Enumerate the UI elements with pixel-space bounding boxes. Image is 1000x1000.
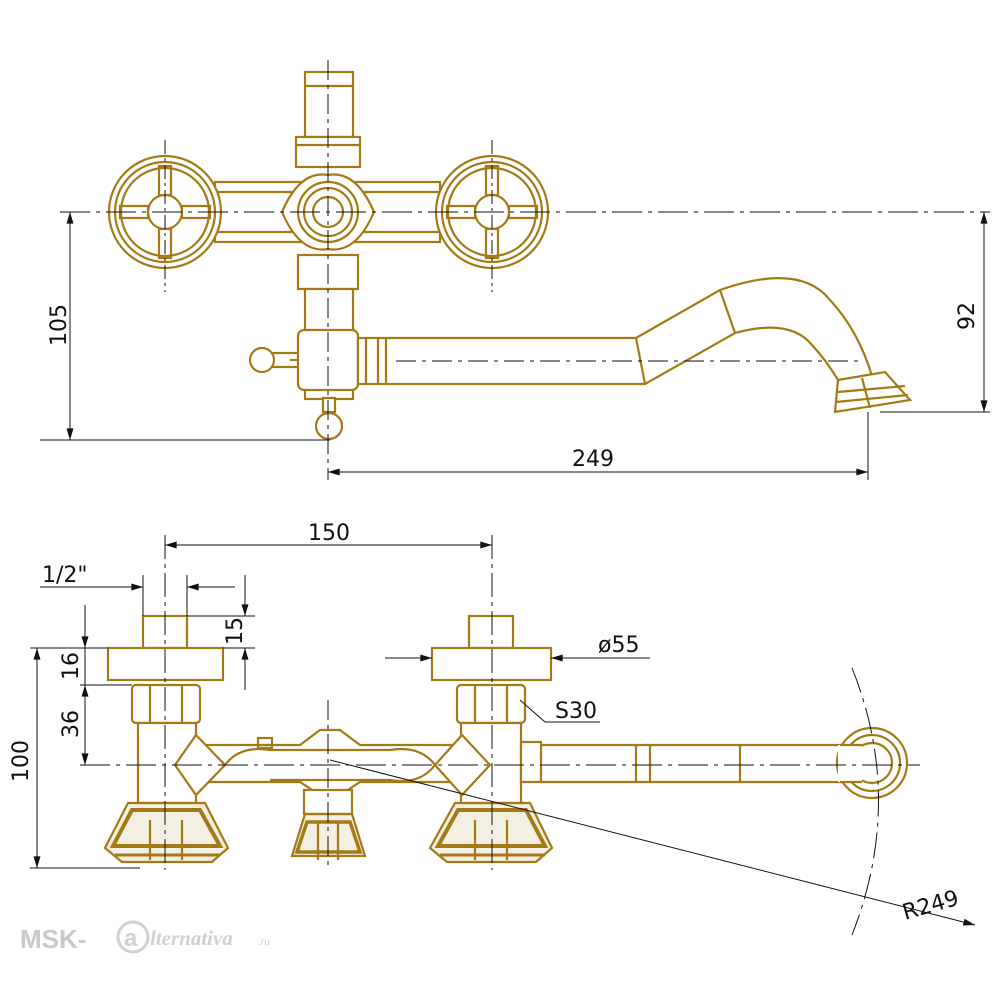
dim-flange-label: 16 (59, 652, 84, 680)
dim-diameter-label: ø55 (598, 633, 639, 658)
top-view (107, 70, 913, 441)
dim-total-height-label: 100 (9, 740, 34, 782)
dim-thread-label: 1/2" (42, 563, 88, 588)
bottom-view (103, 614, 909, 864)
top-view-dimensions (40, 60, 990, 480)
spout (356, 277, 913, 414)
dim-centers-label: 150 (308, 521, 350, 546)
diverter-plan (290, 812, 367, 860)
diverter-stem (248, 253, 360, 441)
handle-plan-right (428, 801, 554, 864)
watermark-logo: MSK- a lternativa .ru (20, 920, 270, 954)
watermark-brand: MSK- (20, 924, 86, 954)
handle-plan-left (103, 801, 230, 864)
dim-spout-drop-label: 92 (955, 302, 980, 330)
dim-nut-size-label: S30 (555, 699, 597, 724)
watermark-tail: lternativa (150, 926, 233, 950)
svg-text:a: a (124, 925, 138, 952)
spout-plan (519, 726, 909, 800)
watermark-domain: .ru (258, 937, 270, 948)
dim-spout-length-label: 249 (572, 447, 614, 472)
dim-height-label: 105 (47, 304, 72, 346)
dim-radius-label: R249 (900, 886, 962, 926)
bottom-view-dimensions (30, 535, 976, 936)
dim-thread-length-label: 15 (223, 617, 248, 645)
dim-nut-label: 36 (59, 710, 84, 738)
plan-body (173, 728, 492, 816)
